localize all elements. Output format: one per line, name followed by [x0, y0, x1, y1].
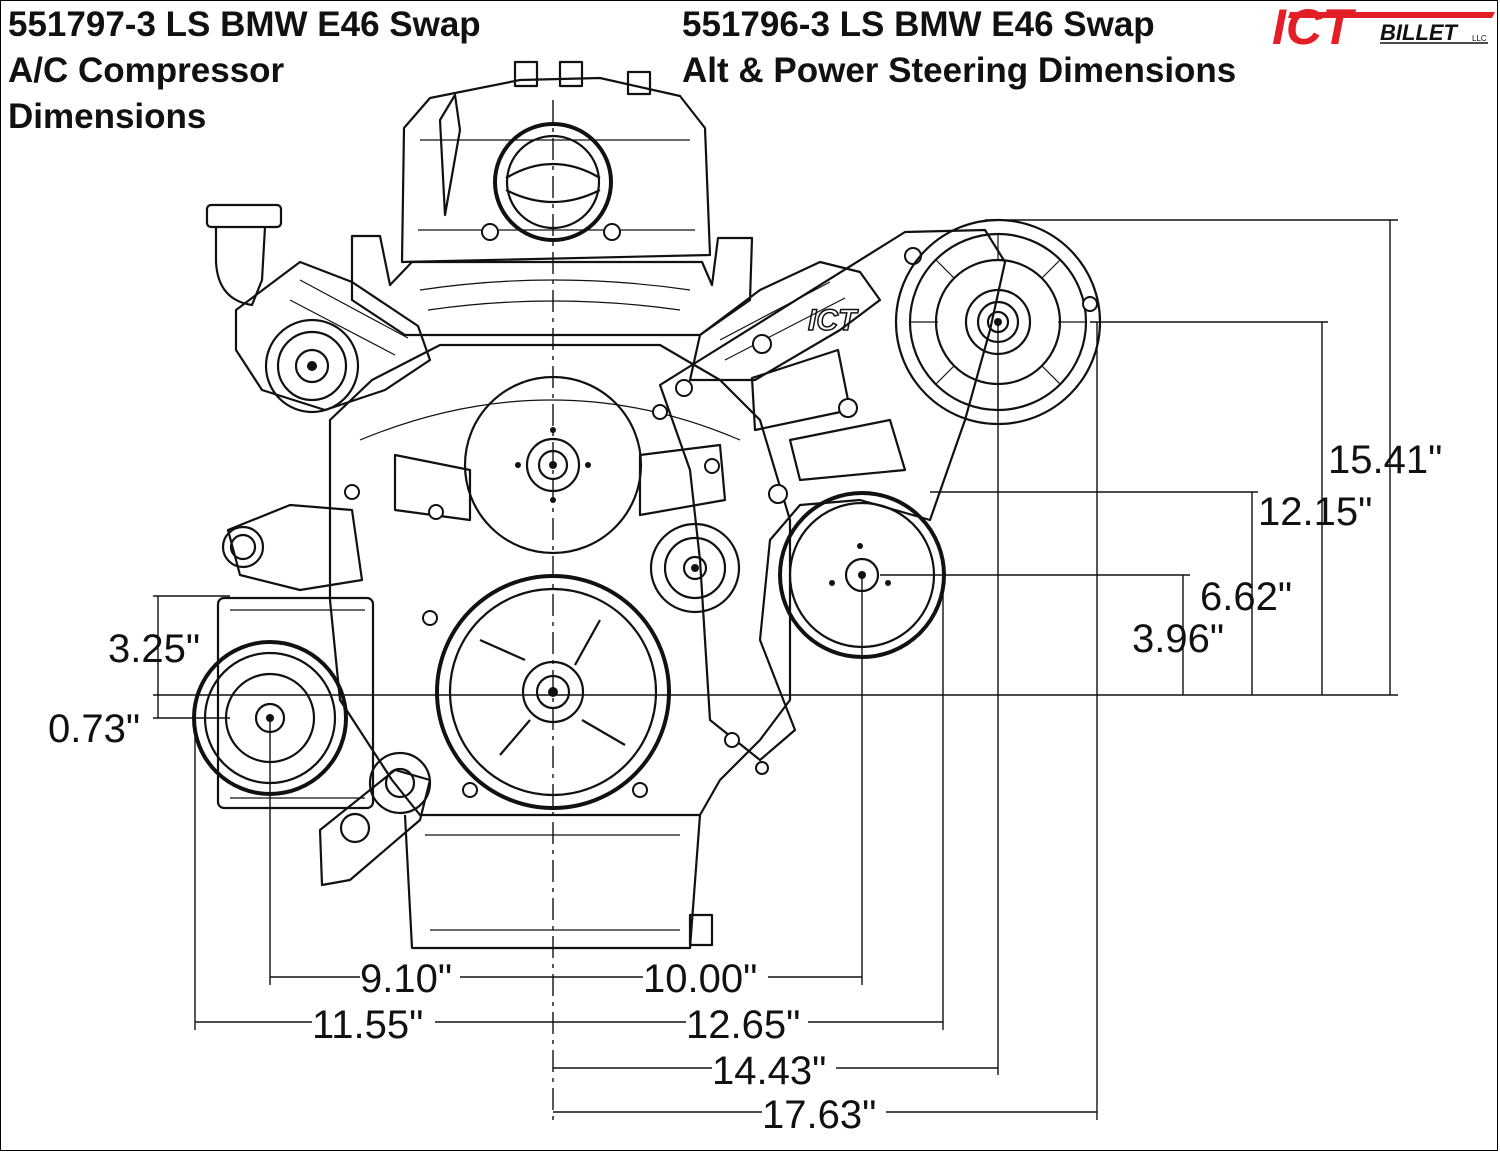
dim-3-96: 3.96" [1132, 617, 1224, 661]
ict-accessory-bracket [658, 228, 1007, 762]
dim-6-62: 6.62" [1200, 575, 1292, 619]
ict-billet-logo: ICT BILLET LLC [1272, 0, 1495, 55]
centerlines [153, 100, 1398, 1120]
dim-11-55: 11.55" [312, 1003, 423, 1047]
alt-power-steering-title: Alt & Power Steering Dimensions [682, 51, 1237, 90]
ac-dimensions-title: Dimensions [8, 97, 207, 136]
dim-14-43: 14.43" [712, 1049, 826, 1093]
thermostat-housing [226, 503, 364, 592]
dim-12-15: 12.15" [1258, 490, 1372, 534]
oil-filler-cap [205, 203, 283, 229]
intake-manifold [400, 76, 712, 264]
oil-pan [403, 814, 702, 950]
horizontal-dimensions: 9.10" 10.00" 11.55" 12.65" 14.43" 17.63" [194, 322, 1098, 1137]
left-upper-idler-pulley [264, 318, 360, 414]
logo-billet-text: BILLET [1380, 20, 1459, 45]
engine-drawing: ICT [192, 60, 1102, 950]
throttle-body [493, 122, 613, 242]
dim-10-00: 10.00" [643, 957, 757, 1001]
dim-12-65: 12.65" [686, 1003, 800, 1047]
dim-9-10: 9.10" [360, 957, 452, 1001]
dim-15-41: 15.41" [1328, 438, 1442, 482]
ac-compressor-body [216, 596, 375, 810]
left-valve-cover [234, 260, 432, 412]
right-valve-cover [688, 260, 882, 382]
bracket-ict-mark: ICT [808, 304, 859, 337]
engine-valley [350, 234, 754, 337]
timing-cover [328, 343, 792, 817]
dim-3-25: 3.25" [108, 627, 200, 671]
alt-part-number-title: 551796-3 LS BMW E46 Swap [682, 5, 1155, 44]
ac-compressor-title: A/C Compressor [8, 51, 285, 90]
ac-vertical-dimensions: 3.25" 0.73" [48, 595, 230, 751]
ac-part-number-title: 551797-3 LS BMW E46 Swap [8, 5, 481, 44]
logo-ict-text: ICT [1272, 0, 1357, 55]
dim-17-63: 17.63" [762, 1093, 876, 1137]
logo-llc-text: LLC [1472, 34, 1487, 43]
dim-0-73: 0.73" [48, 707, 140, 751]
alt-ps-vertical-dimensions: 15.41" 12.15" 6.62" 3.96" [880, 219, 1442, 695]
